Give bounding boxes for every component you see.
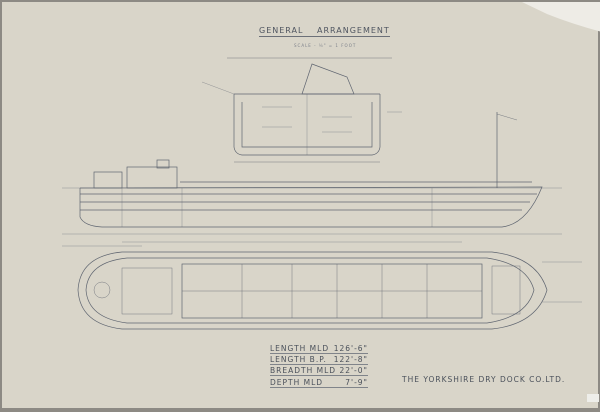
particular-value: 22'-0": [339, 366, 368, 375]
particular-value: 7'-9": [345, 378, 368, 387]
particular-label: DEPTH MLD: [270, 378, 324, 387]
particular-value: 122'-8": [333, 355, 368, 364]
particular-label: LENGTH B.P.: [270, 355, 327, 364]
label-tag: [587, 394, 599, 402]
particular-value: 126'-6": [333, 344, 368, 353]
scale-note: SCALE - ¼" = 1 FOOT: [294, 43, 357, 48]
curled-corner: [522, 2, 600, 32]
particular-length-bp: LENGTH B.P. 122'-8": [270, 355, 368, 365]
particular-label: LENGTH MLD: [270, 344, 330, 353]
builder-name: THE YORKSHIRE DRY DOCK CO.LTD.: [402, 375, 566, 384]
drawing-title: GENERAL ARRANGEMENT: [259, 26, 390, 37]
plan-view: [62, 245, 582, 330]
midship-section: [201, 57, 402, 163]
particular-label: BREADTH MLD: [270, 366, 337, 375]
particular-depth-mld: DEPTH MLD 7'-9": [270, 378, 368, 388]
profile-elevation: [62, 112, 562, 243]
